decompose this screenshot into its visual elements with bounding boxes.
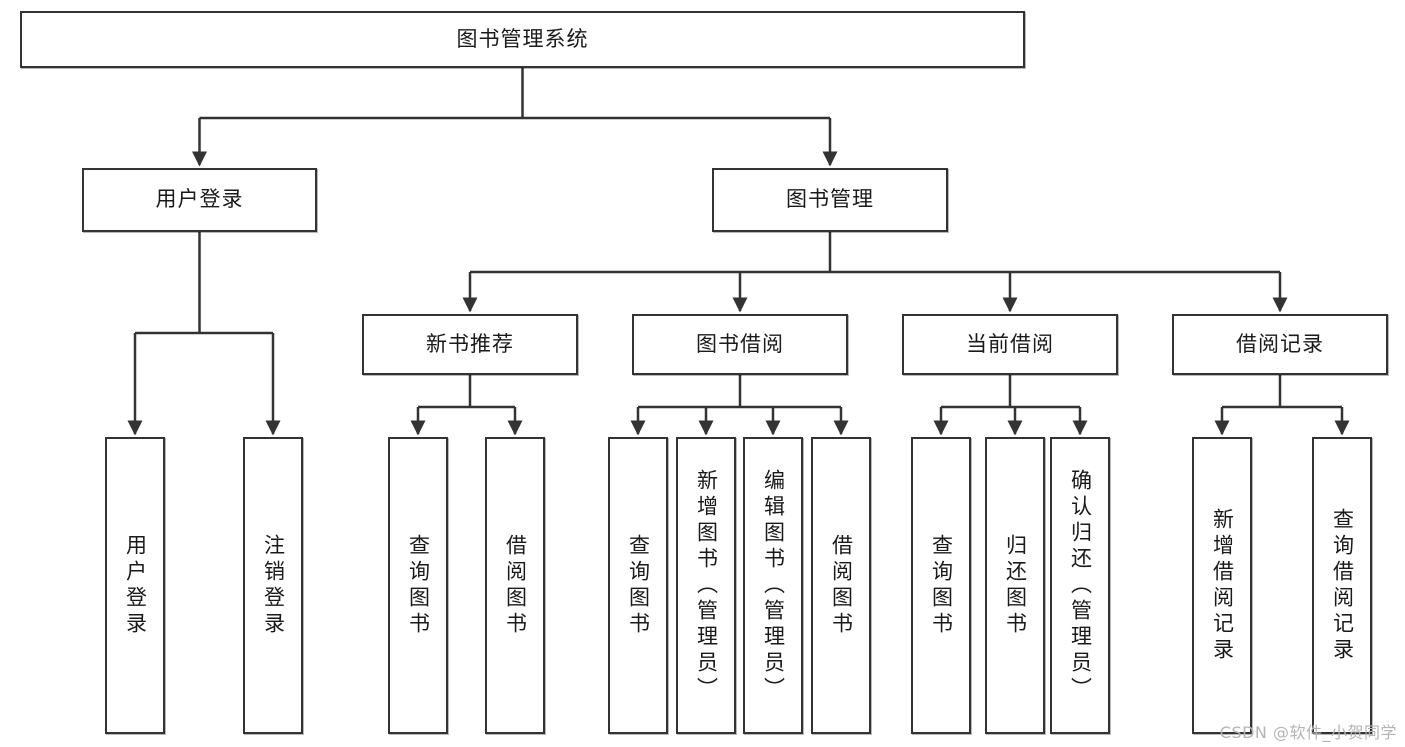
node-level3-3[interactable]: 借阅记录 bbox=[1172, 314, 1388, 375]
node-leaf-1[interactable]: 注销登录 bbox=[243, 437, 303, 734]
node-leaf-11[interactable]: 新增借阅记录 bbox=[1192, 437, 1252, 734]
node-leaf-5[interactable]: 新增图书（管理员） bbox=[676, 437, 736, 734]
node-leaf-9[interactable]: 归还图书 bbox=[985, 437, 1045, 734]
node-level3-0[interactable]: 新书推荐 bbox=[362, 314, 578, 375]
node-leaf-12[interactable]: 查询借阅记录 bbox=[1312, 437, 1372, 734]
node-level2-0[interactable]: 用户登录 bbox=[82, 168, 317, 232]
node-leaf-3[interactable]: 借阅图书 bbox=[485, 437, 545, 734]
node-label: 借阅记录 bbox=[1236, 331, 1324, 356]
node-leaf-8[interactable]: 查询图书 bbox=[911, 437, 971, 734]
node-label: 借阅图书 bbox=[503, 533, 528, 638]
node-leaf-6[interactable]: 编辑图书（管理员） bbox=[743, 437, 803, 734]
node-label: 查询图书 bbox=[929, 533, 954, 638]
node-label: 编辑图书（管理员） bbox=[761, 468, 786, 703]
node-leaf-7[interactable]: 借阅图书 bbox=[811, 437, 871, 734]
node-label: 借阅图书 bbox=[829, 533, 854, 638]
node-label: 用户登录 bbox=[123, 533, 148, 638]
node-label: 当前借阅 bbox=[966, 331, 1054, 356]
node-label: 查询图书 bbox=[626, 533, 651, 638]
node-leaf-0[interactable]: 用户登录 bbox=[105, 437, 165, 734]
node-label: 注销登录 bbox=[261, 533, 286, 638]
node-level2-1[interactable]: 图书管理 bbox=[712, 168, 948, 232]
node-label: 新增图书（管理员） bbox=[694, 468, 719, 703]
node-label: 用户登录 bbox=[155, 187, 244, 212]
node-label: 确认归还（管理员） bbox=[1068, 468, 1093, 703]
node-label: 查询借阅记录 bbox=[1330, 507, 1355, 664]
node-label: 图书管理系统 bbox=[456, 26, 589, 51]
node-label: 查询图书 bbox=[406, 533, 431, 638]
node-label: 新增借阅记录 bbox=[1210, 507, 1235, 664]
node-label: 图书管理 bbox=[786, 187, 874, 212]
node-root-system[interactable]: 图书管理系统 bbox=[20, 11, 1025, 68]
node-leaf-10[interactable]: 确认归还（管理员） bbox=[1050, 437, 1110, 734]
node-leaf-2[interactable]: 查询图书 bbox=[388, 437, 448, 734]
node-level3-2[interactable]: 当前借阅 bbox=[902, 314, 1118, 375]
node-leaf-4[interactable]: 查询图书 bbox=[608, 437, 668, 734]
node-label: 归还图书 bbox=[1003, 533, 1028, 638]
node-level3-1[interactable]: 图书借阅 bbox=[632, 314, 848, 375]
node-label: 图书借阅 bbox=[696, 331, 784, 356]
node-label: 新书推荐 bbox=[426, 331, 514, 356]
